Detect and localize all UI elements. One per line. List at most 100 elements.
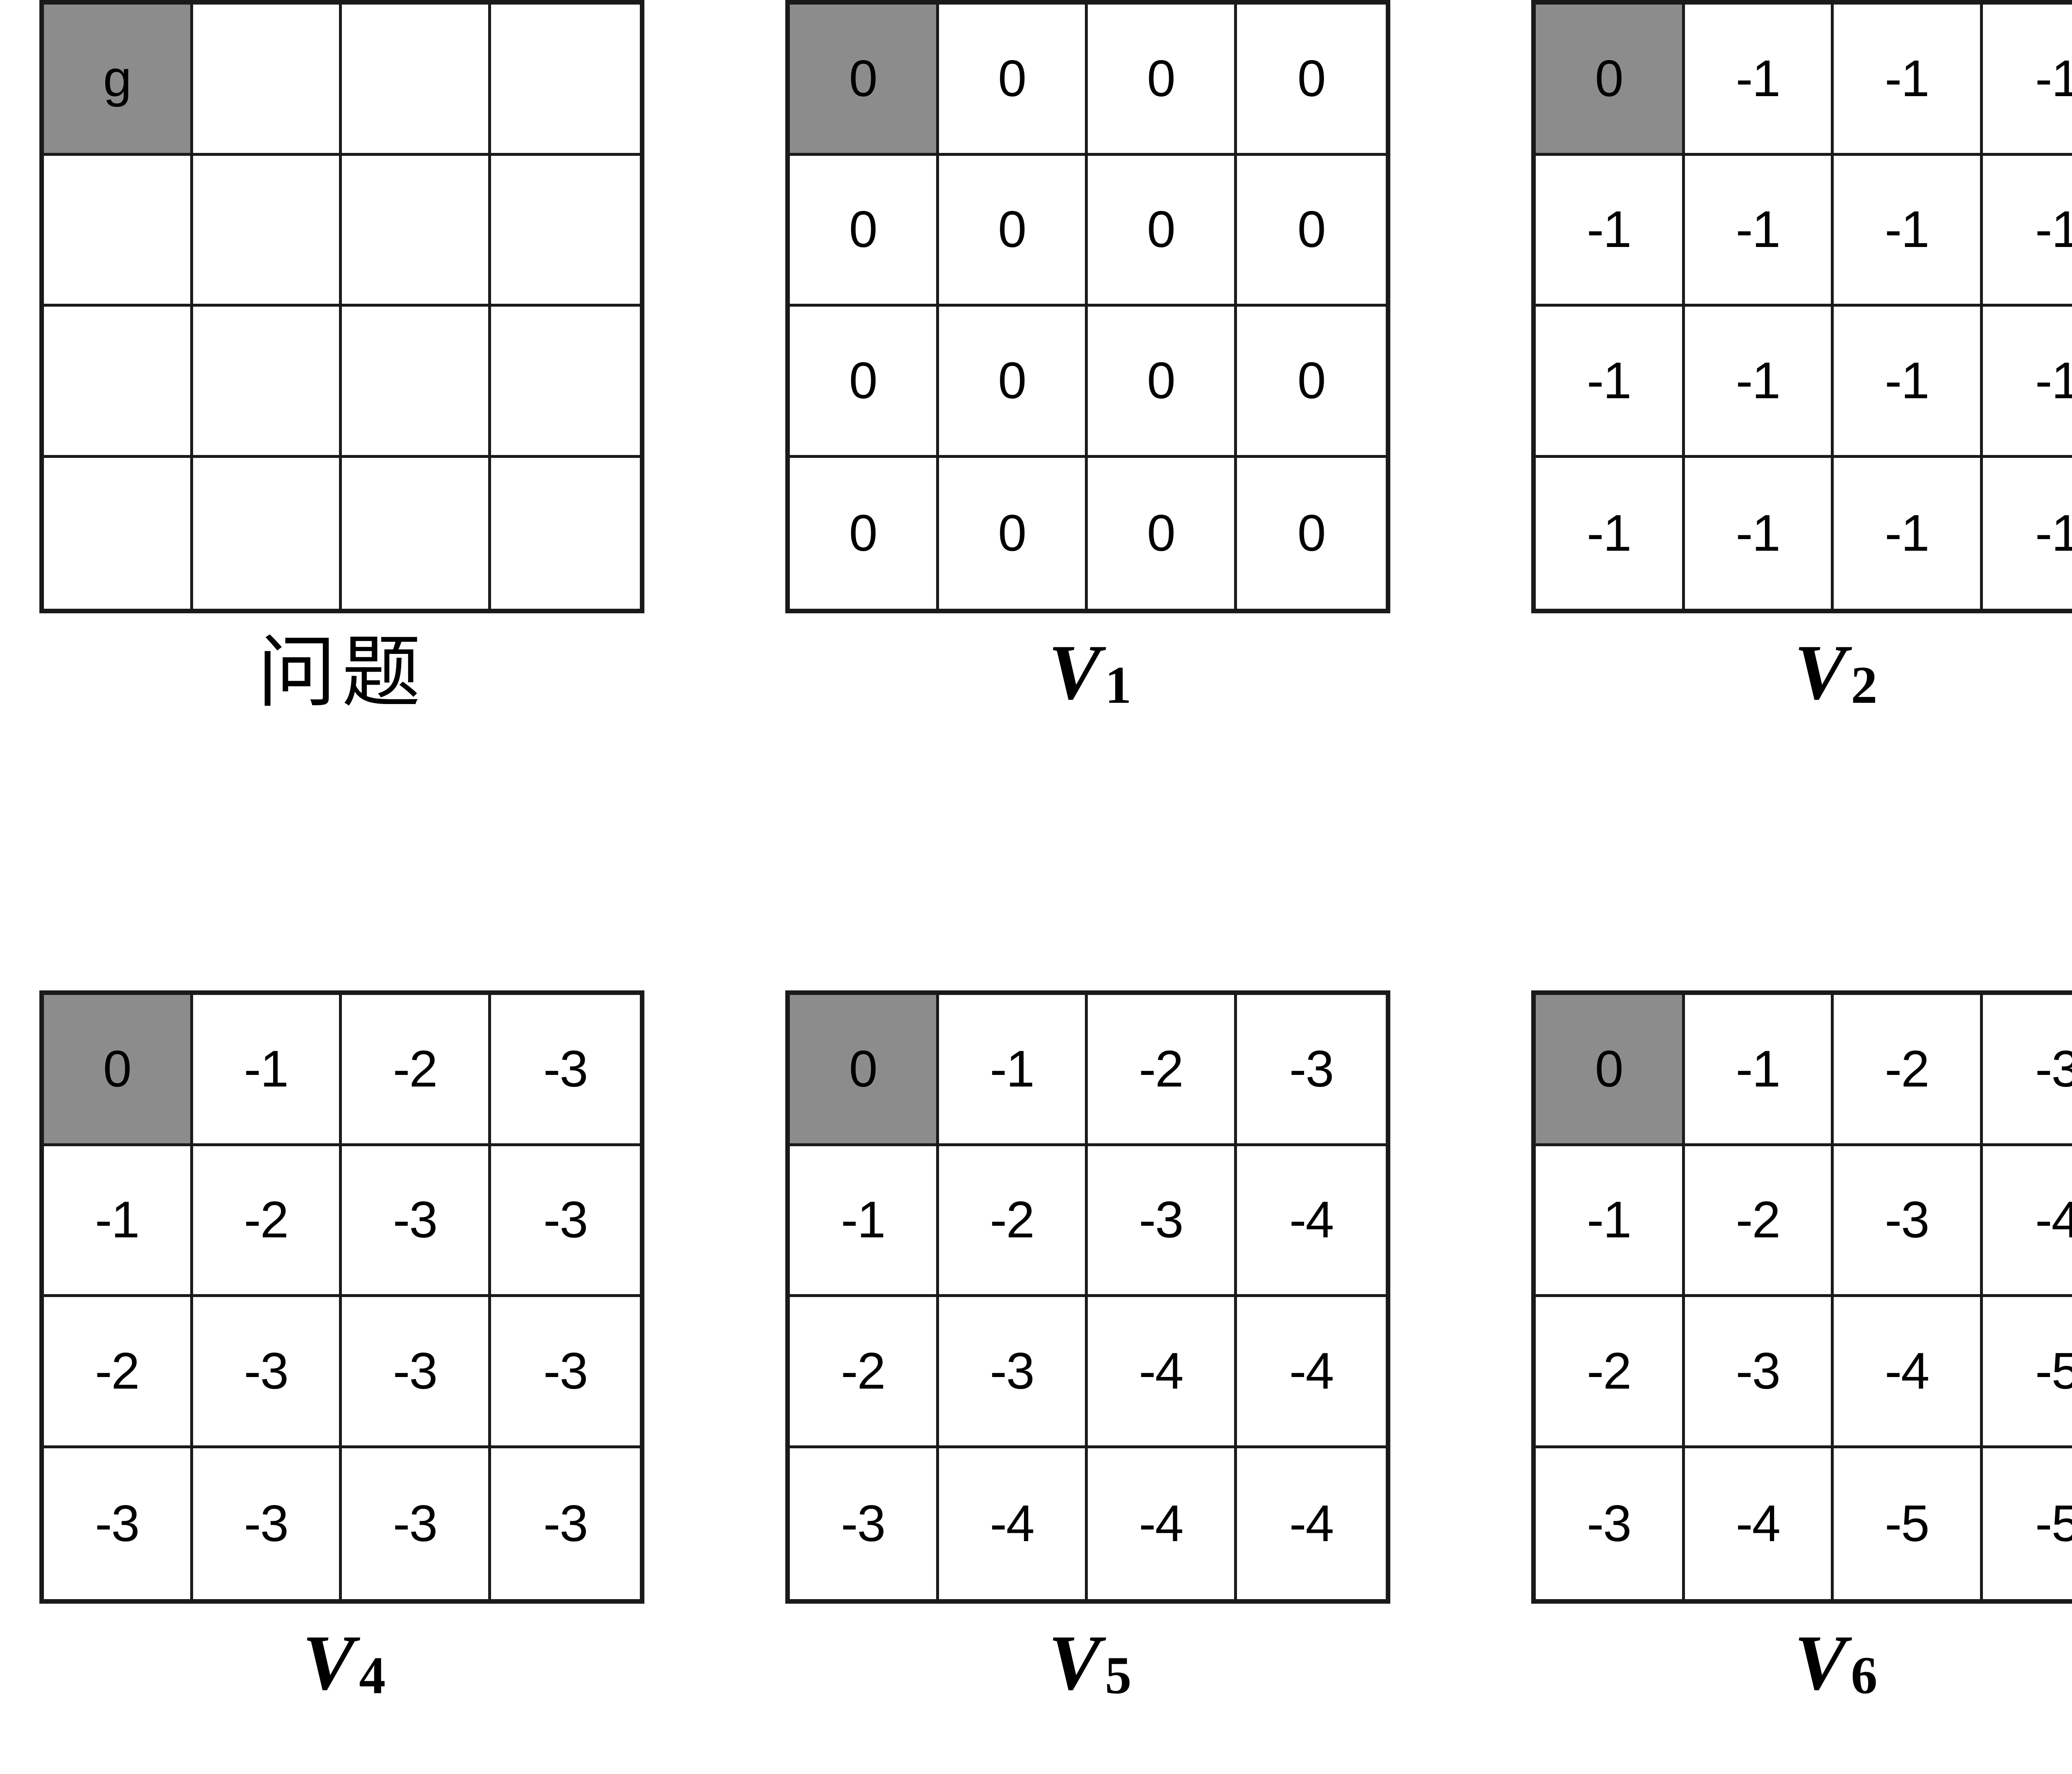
grid-cell: -1 — [1685, 995, 1834, 1146]
grid-cell: -2 — [790, 1297, 939, 1448]
grid-cell: -4 — [1685, 1448, 1834, 1599]
grid-cell: -2 — [1685, 1146, 1834, 1297]
caption-subscript: 4 — [359, 1646, 386, 1705]
grid-cell: -3 — [790, 1448, 939, 1599]
grid-cell: -3 — [939, 1297, 1088, 1448]
grid-cell: -1 — [1685, 307, 1834, 458]
grid-cell: 0 — [1237, 5, 1386, 156]
grid-cell: -1 — [44, 1146, 193, 1297]
grid-cell: -1 — [939, 995, 1088, 1146]
grid-cell: 0 — [939, 155, 1088, 307]
grid-cell: 0 — [939, 457, 1088, 609]
grid-cell — [44, 457, 193, 609]
grid-cell: -1 — [1685, 155, 1834, 307]
grid-cell: -3 — [342, 1146, 491, 1297]
value-grid-v6: 0-1-2-3-1-2-3-4-2-3-4-5-3-4-5-5 — [1531, 990, 2072, 1604]
grid-cell: -3 — [491, 1297, 640, 1448]
grid-cell: -1 — [1685, 5, 1834, 156]
grid-cell — [491, 457, 640, 609]
grid-cell: -2 — [939, 1146, 1088, 1297]
caption-subscript: 1 — [1105, 656, 1132, 714]
grid-cell: -1 — [1834, 307, 1983, 458]
value-grid-problem: g — [39, 0, 644, 613]
caption-symbol: V — [1048, 1619, 1101, 1706]
grid-cell: -2 — [193, 1146, 342, 1297]
grid-cell: 0 — [1088, 5, 1237, 156]
grid-caption-problem: 问题 — [39, 633, 644, 758]
value-grid-v5: 0-1-2-3-1-2-3-4-2-3-4-4-3-4-4-4 — [785, 990, 1390, 1604]
grid-cell: -3 — [342, 1448, 491, 1599]
grid-cell: 0 — [1088, 307, 1237, 458]
grid-cell: -1 — [1982, 307, 2072, 458]
grid-cell: -2 — [44, 1297, 193, 1448]
caption-symbol: V — [1048, 629, 1101, 716]
value-grid-v4: 0-1-2-3-1-2-3-3-2-3-3-3-3-3-3-3 — [39, 990, 644, 1604]
grid-cell: -1 — [1982, 5, 2072, 156]
grid-cell-goal: 0 — [790, 995, 939, 1146]
grid-cell: -1 — [1536, 155, 1685, 307]
value-grid-v2: 0-1-1-1-1-1-1-1-1-1-1-1-1-1-1-1 — [1531, 0, 2072, 613]
grid-cell: -3 — [1834, 1146, 1983, 1297]
grid-cell — [342, 155, 491, 307]
grid-cell: -1 — [1536, 1146, 1685, 1297]
grid-cell-goal: 0 — [1536, 995, 1685, 1146]
grid-cell — [342, 5, 491, 156]
grid-cell: -3 — [44, 1448, 193, 1599]
grid-cell: 0 — [939, 5, 1088, 156]
caption-subscript: 6 — [1851, 1646, 1878, 1705]
grid-cell: -4 — [1088, 1448, 1237, 1599]
grid-cell: -4 — [939, 1448, 1088, 1599]
caption-symbol: V — [302, 1619, 355, 1706]
grid-cell — [44, 307, 193, 458]
grid-cell: -5 — [1982, 1297, 2072, 1448]
grid-cell: -1 — [790, 1146, 939, 1297]
grid-cell: -3 — [491, 995, 640, 1146]
grid-cell: 0 — [790, 457, 939, 609]
grid-cell: -5 — [1834, 1448, 1983, 1599]
caption-symbol: V — [1794, 629, 1847, 716]
caption-symbol: V — [1794, 1619, 1847, 1706]
grid-cell: -1 — [1834, 5, 1983, 156]
grid-cell-goal: 0 — [1536, 5, 1685, 156]
grid-cell: -2 — [1536, 1297, 1685, 1448]
grid-cell — [193, 457, 342, 609]
grid-cell — [193, 155, 342, 307]
grid-cell-goal: 0 — [44, 995, 193, 1146]
grid-cell-goal: 0 — [790, 5, 939, 156]
grid-cell: -2 — [1088, 995, 1237, 1146]
grid-cell: -1 — [1834, 155, 1983, 307]
caption-text: 问题 — [257, 627, 426, 718]
grid-cell: 0 — [1088, 155, 1237, 307]
grid-cell: 0 — [790, 155, 939, 307]
grid-cell: -3 — [1982, 995, 2072, 1146]
grid-cell-goal: g — [44, 5, 193, 156]
grid-cell — [193, 5, 342, 156]
grid-cell: -3 — [193, 1297, 342, 1448]
grid-cell: 0 — [1237, 155, 1386, 307]
grid-cell: 0 — [1237, 307, 1386, 458]
grid-cell — [44, 155, 193, 307]
grid-cell — [491, 155, 640, 307]
grid-cell: -2 — [1834, 995, 1983, 1146]
grid-cell: -1 — [193, 995, 342, 1146]
caption-subscript: 2 — [1851, 656, 1878, 714]
grid-cell — [342, 307, 491, 458]
grid-cell: -3 — [1237, 995, 1386, 1146]
grid-cell: -4 — [1237, 1448, 1386, 1599]
grid-cell: -3 — [491, 1448, 640, 1599]
grid-cell — [342, 457, 491, 609]
grid-cell: -4 — [1237, 1297, 1386, 1448]
grid-cell: -4 — [1982, 1146, 2072, 1297]
grid-cell: 0 — [939, 307, 1088, 458]
grid-cell — [491, 5, 640, 156]
grid-cell: 0 — [1237, 457, 1386, 609]
